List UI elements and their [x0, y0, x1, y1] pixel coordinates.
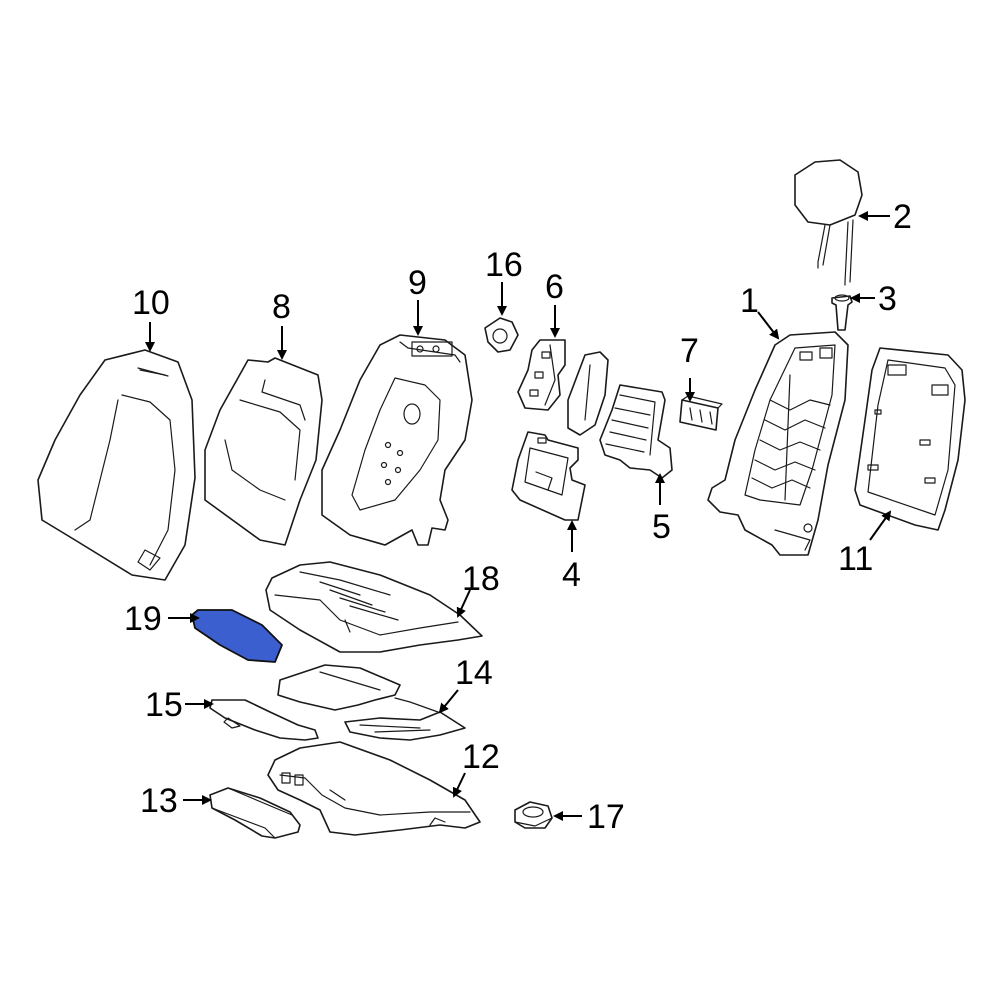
part-16-bracket[interactable]	[484, 317, 519, 353]
part-13-storage-tray[interactable]	[209, 787, 301, 839]
callout-13: 13	[140, 782, 178, 820]
callout-19: 19	[124, 600, 162, 638]
part-10-backrest-cover[interactable]	[37, 349, 196, 581]
callout-11: 11	[838, 540, 873, 578]
callout-18: 18	[462, 560, 500, 598]
callout-labels: 10 8 9 16 6 7 1 2 3 5 4 11 18 19 14 15 1…	[124, 198, 912, 836]
part-19-seat-heating-pad[interactable]	[191, 609, 283, 663]
part-7-connector[interactable]	[679, 395, 723, 431]
callout-8: 8	[272, 288, 291, 326]
part-15-heating-element[interactable]	[209, 699, 319, 741]
callout-4: 4	[562, 556, 581, 594]
part-5-side-frame-assembly[interactable]	[567, 351, 673, 479]
callout-9: 9	[408, 264, 427, 302]
part-1-backrest-frame[interactable]	[707, 331, 849, 556]
callout-16: 16	[485, 246, 523, 284]
part-3-headrest-guide[interactable]	[831, 294, 853, 331]
callout-6: 6	[545, 268, 564, 306]
callout-2: 2	[893, 198, 912, 236]
part-6-side-panel[interactable]	[517, 339, 566, 411]
part-2-headrest[interactable]	[794, 159, 863, 286]
callout-12: 12	[462, 738, 500, 776]
part-14-seat-pad[interactable]	[277, 664, 466, 741]
callout-1: 1	[740, 282, 759, 320]
part-17-sensor[interactable]	[514, 801, 553, 829]
callout-14: 14	[455, 654, 493, 692]
part-18-seat-cushion-cover[interactable]	[265, 561, 483, 653]
part-12-seat-frame[interactable]	[267, 741, 481, 836]
callout-17: 17	[587, 798, 625, 836]
callout-10: 10	[132, 284, 170, 322]
callout-3: 3	[878, 280, 897, 318]
callout-5: 5	[652, 508, 671, 546]
leader-lines	[145, 211, 892, 821]
part-8-backrest-pad[interactable]	[204, 357, 323, 546]
part-9-backrest-frame-panel[interactable]	[321, 334, 473, 546]
callout-7: 7	[680, 332, 699, 370]
callout-15: 15	[145, 686, 183, 724]
part-11-backrest-back-panel[interactable]	[854, 347, 966, 531]
part-4-side-trim-panel[interactable]	[511, 431, 586, 521]
